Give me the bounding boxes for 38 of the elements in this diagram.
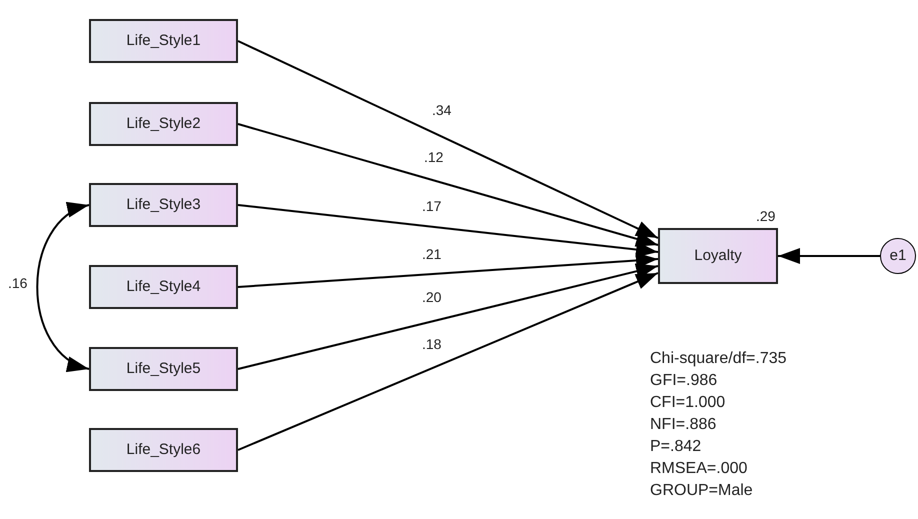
edge-label: .34 <box>432 103 452 117</box>
fit-statistic: P=.842 <box>650 437 702 457</box>
edge-label: .21 <box>422 247 442 261</box>
node-label: Life_Style1 <box>126 30 201 51</box>
node-label: e1 <box>890 246 906 266</box>
fit-statistic: CFI=1.000 <box>650 393 726 413</box>
fit-statistic: GROUP=Male <box>650 481 754 501</box>
fit-statistic: NFI=.886 <box>650 415 718 435</box>
path-arrow <box>778 248 880 264</box>
path-arrow <box>238 272 658 451</box>
fit-statistic: GFI=.986 <box>650 371 718 391</box>
node-label: Life_Style6 <box>126 440 201 460</box>
edge-label: .17 <box>422 199 442 213</box>
edge-label: .18 <box>422 337 442 351</box>
variable-box <box>89 265 238 309</box>
covariance-arrow <box>36 204 90 370</box>
node-label: Life_Style4 <box>126 276 201 297</box>
path-arrow <box>238 252 658 288</box>
variable-box <box>89 19 238 63</box>
variable-box <box>89 347 238 391</box>
fit-statistic: Chi-square/df=.735 <box>650 349 787 369</box>
edge-label: .12 <box>424 150 444 164</box>
variable-box <box>89 183 238 227</box>
path-arrow <box>238 204 658 258</box>
edge-label: .16 <box>8 276 28 290</box>
fit-statistic: RMSEA=.000 <box>650 459 748 479</box>
path-arrow <box>238 40 658 239</box>
edge-label: .20 <box>422 290 442 304</box>
variable-box <box>89 428 238 472</box>
variable-box <box>658 228 778 284</box>
node-label: Life_Style2 <box>126 114 201 134</box>
path-arrow <box>238 123 658 247</box>
variable-box <box>89 102 238 146</box>
path-arrow <box>238 263 658 370</box>
r-squared-value: .29 <box>756 207 776 226</box>
node-label: Life_Style3 <box>126 194 201 215</box>
node-label: Loyalty <box>694 246 742 266</box>
node-label: Life_Style5 <box>126 358 201 379</box>
